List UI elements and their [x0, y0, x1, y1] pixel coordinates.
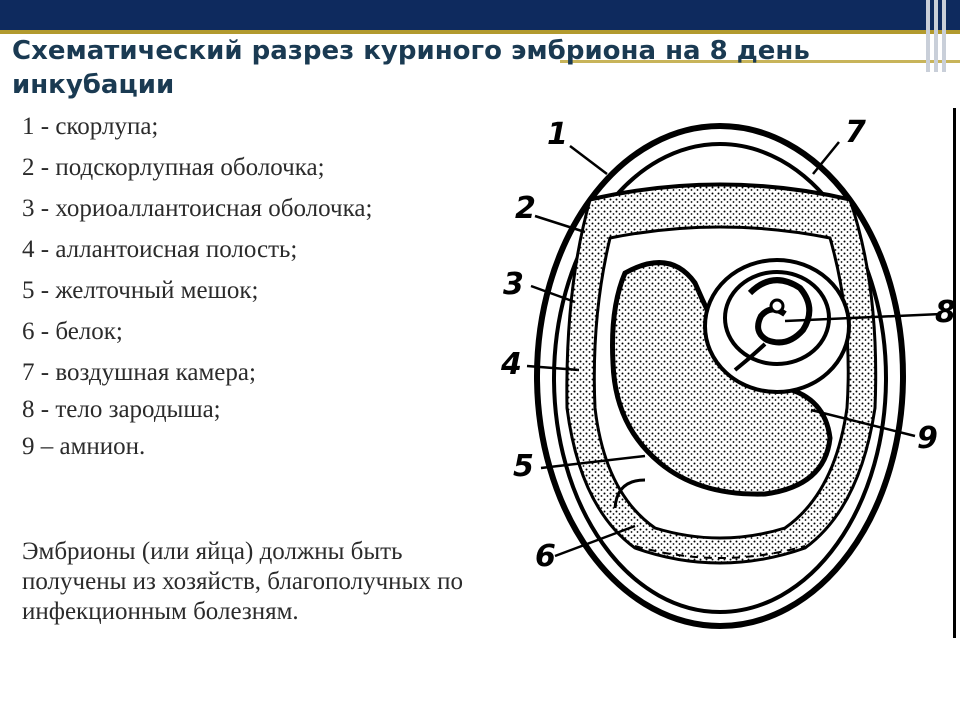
figure-label-4: 4 [500, 347, 522, 382]
legend-item-9: 9 – амнион. [22, 433, 146, 460]
figure-label-5: 5 [513, 449, 534, 484]
legend-item-6: 6 - белок; [22, 318, 123, 345]
figure-label-9: 9 [917, 421, 938, 456]
figure-label-7: 7 [845, 115, 866, 150]
figure-label-3: 3 [503, 267, 524, 302]
legend-list: 1 - скорлупа; 2 - подскорлупная оболочка… [22, 112, 502, 469]
slide-title: Схематический разрез куриного эмбриона н… [12, 36, 810, 100]
header-accent-line [0, 30, 960, 34]
legend-item-1: 1 - скорлупа; [22, 113, 159, 140]
figure-label-8: 8 [935, 295, 956, 330]
figure-label-6: 6 [535, 539, 556, 574]
albumen-outline [634, 545, 806, 559]
embryo-stalk [733, 342, 767, 372]
amnion-inner [723, 270, 831, 366]
embryo-body [747, 277, 813, 346]
legend-item-2: 2 - подскорлупная оболочка; [22, 154, 325, 181]
legend-item-8: 8 - тело зародыша; [22, 396, 221, 423]
figure-label-1: 1 [547, 117, 568, 152]
legend-item-4: 4 - аллантоисная полость; [22, 236, 298, 263]
embryo-diagram: 1 2 3 4 5 6 7 8 9 [495, 108, 960, 640]
figure-border-line [953, 108, 956, 638]
embryo-eye [769, 298, 785, 314]
legend-item-7: 7 - воздушная камера; [22, 359, 256, 386]
decor-stripe [942, 0, 946, 72]
note-text: Эмбрионы (или яйца) должны быть получены… [22, 538, 463, 625]
yolk-sac [610, 260, 833, 497]
title-accent-line [560, 60, 960, 63]
decor-stripe [926, 0, 930, 72]
figure-label-2: 2 [515, 191, 536, 226]
legend-item-5: 5 - желточный мешок; [22, 277, 259, 304]
decor-stripe [934, 0, 938, 72]
legend-item-3: 3 - хориоаллантоисная оболочка; [22, 195, 373, 222]
header-bar [0, 0, 960, 30]
embryo-diagram-svg: 1 2 3 4 5 6 7 8 9 [500, 115, 956, 629]
albumen-curve [613, 478, 646, 509]
